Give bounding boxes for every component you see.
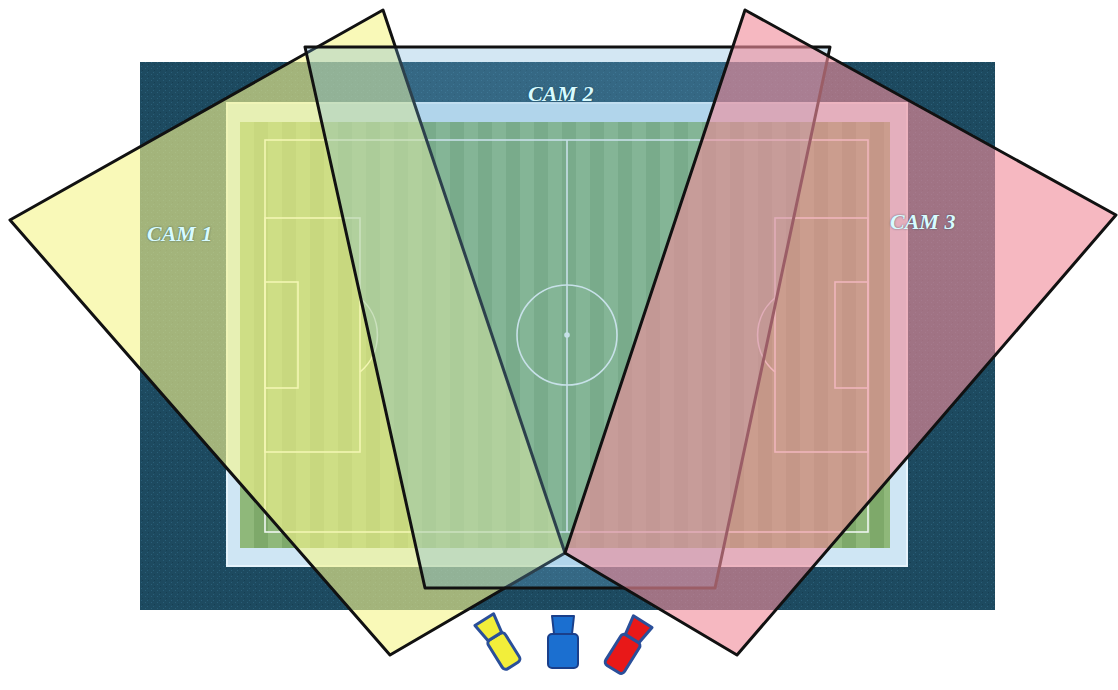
- cam3-field-of-view: [565, 10, 1116, 655]
- cam1-camera-icon: [475, 614, 522, 671]
- cam3-label: CAM 3: [890, 210, 955, 234]
- cam3-camera-icon: [604, 616, 652, 675]
- cam2-label: CAM 2: [528, 82, 593, 106]
- cam1-label: CAM 1: [147, 222, 212, 246]
- cam2-camera-icon: [548, 616, 578, 668]
